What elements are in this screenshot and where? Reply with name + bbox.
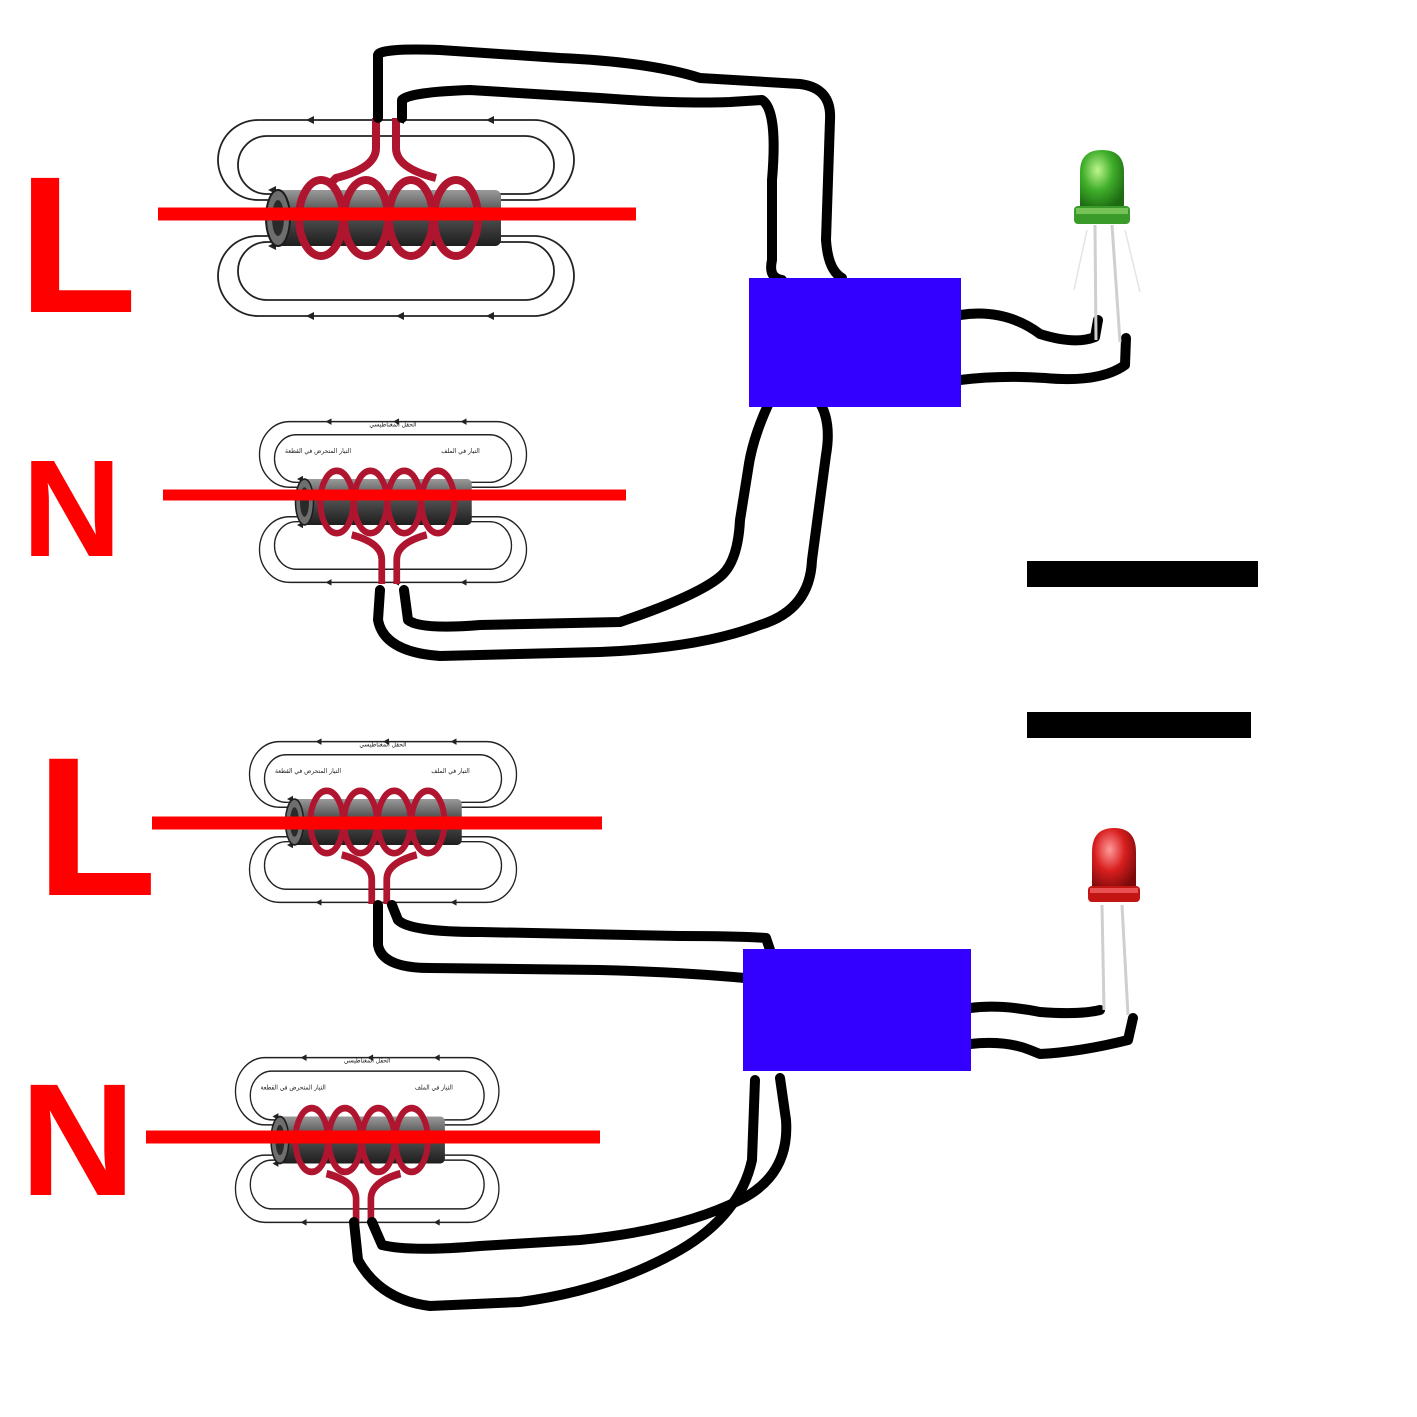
coil-label-coil-current: التيار في الملف xyxy=(431,768,470,775)
coil-label-field: الحقل المغناطيسي xyxy=(344,1057,391,1064)
red-led-icon xyxy=(1088,828,1140,1016)
coil-lead xyxy=(325,1169,360,1225)
induction-coil-icon xyxy=(260,418,527,585)
coil-label-coil-current: التيار في الملف xyxy=(441,448,480,455)
coil-label-induced: التيار المتحرض في القطعة xyxy=(285,448,351,455)
coil-lead xyxy=(383,851,418,904)
wires-top xyxy=(373,44,1131,661)
label-top-n: N xyxy=(22,432,122,586)
equals-bar-top xyxy=(1027,561,1258,587)
label-bottom-l: L xyxy=(36,716,157,937)
coil-lead xyxy=(328,118,380,186)
green-led-icon xyxy=(1073,150,1141,343)
module-box-top xyxy=(749,278,961,407)
coil-lead xyxy=(350,531,386,584)
coil-label-field: الحقل المغناطيسي xyxy=(369,421,416,428)
coil-label-induced: التيار المتحرض في القطعة xyxy=(275,768,341,775)
coil-label-field: الحقل المغناطيسي xyxy=(359,741,406,748)
coil-bottom-l: الحقل المغناطيسي التيار المتحرض في القطع… xyxy=(250,738,517,905)
coil-lead xyxy=(393,531,428,584)
coil-bottom-n: الحقل المغناطيسي التيار المتحرض في القطع… xyxy=(235,1054,498,1225)
bottom-circuit: الحقل المغناطيسي التيار المتحرض في القطع… xyxy=(146,738,1140,1311)
coil-top-n: الحقل المغناطيسي التيار المتحرض في القطع… xyxy=(260,418,527,585)
label-top-l: L xyxy=(18,136,138,354)
module-box-bottom xyxy=(743,949,971,1071)
coil-lead xyxy=(367,1169,402,1225)
top-circuit: الحقل المغناطيسي التيار المتحرض في القطع… xyxy=(158,44,1258,738)
coil-lead xyxy=(340,851,376,904)
wires-bottom xyxy=(349,900,1138,1311)
label-bottom-n: N xyxy=(20,1050,136,1229)
coil-lead xyxy=(392,118,438,182)
equals-bar-bottom xyxy=(1027,712,1251,738)
coil-label-induced: التيار المتحرض في القطعة xyxy=(261,1084,327,1091)
coil-label-coil-current: التيار في الملف xyxy=(415,1084,453,1091)
coil-top-l xyxy=(218,116,574,320)
